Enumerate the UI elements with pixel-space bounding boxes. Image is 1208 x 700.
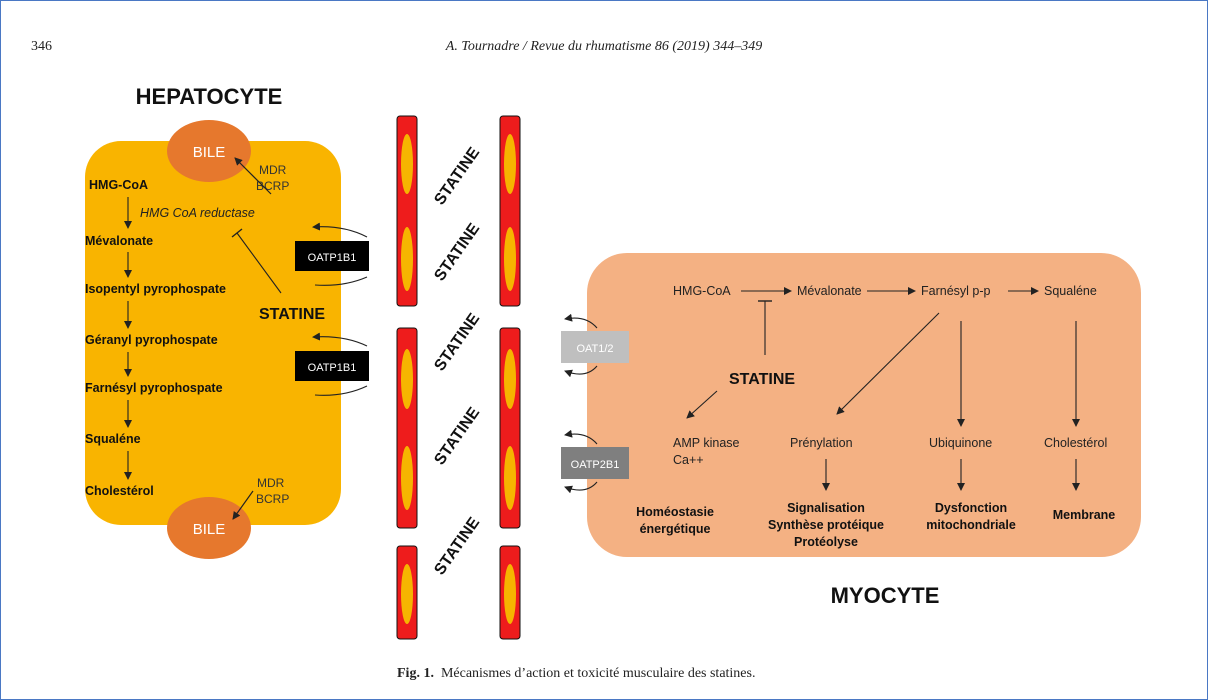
mdr-bottom-arrow (232, 490, 254, 520)
oatp2b1-out-arrow (564, 429, 598, 445)
vessel-statine-1: STATINE (431, 144, 483, 208)
product-effect-arrows (822, 459, 1080, 491)
hep-inhibition-bar (231, 228, 243, 238)
hep-step-farnesyl: Farnésyl pyrophospate (85, 381, 223, 395)
oatp2b1-label: OATP2B1 (571, 459, 620, 471)
farnesyl-branch-arrows (836, 312, 1080, 427)
oatp1b1-box-2 (295, 351, 369, 381)
mdr-top-label: MDR (259, 163, 287, 177)
effect-signalisation-2: Synthèse protéique (768, 518, 884, 532)
oat12-out-arrow-2 (564, 365, 598, 378)
hep-step-hmgcoa: HMG-CoA (89, 178, 148, 192)
page-number: 346 (31, 39, 52, 54)
oatp1b1-out-curve-2 (314, 385, 368, 396)
cholesterol-label: Cholestérol (1044, 436, 1107, 450)
hepatocyte-title: HEPATOCYTE (136, 84, 283, 109)
bile-top-shape (167, 120, 251, 182)
oat12-label: OAT1/2 (576, 343, 613, 355)
hep-inhibition-line (236, 232, 282, 294)
mdr-top-arrow (234, 157, 272, 195)
oatp2b1-box (561, 447, 629, 479)
vessel-statine-5: STATINE (431, 514, 483, 578)
oat12-out-arrow (564, 313, 598, 329)
ampk-label: AMP kinase (673, 436, 740, 450)
oatp1b1-label-1: OATP1B1 (308, 252, 357, 264)
bile-bottom-label: BILE (193, 521, 226, 538)
effect-homeostasie-1: Homéostasie (636, 505, 714, 519)
hep-step-cholesterol: Cholestérol (85, 484, 154, 498)
myo-step-farnesyl: Farnésyl p-p (921, 284, 991, 298)
bcrp-top-label: BCRP (256, 179, 289, 193)
oatp1b1-in-arrow-1 (312, 222, 368, 238)
caption-label: Fig. 1. (397, 666, 434, 681)
oatp1b1-box-1 (295, 241, 369, 271)
effect-dysfonction-2: mitochondriale (926, 518, 1016, 532)
oatp2b1-out-arrow-2 (564, 481, 598, 494)
effect-homeostasie-2: énergétique (640, 522, 711, 536)
oatp1b1-out-curve-1 (314, 276, 368, 286)
ubiquinone-label: Ubiquinone (929, 436, 992, 450)
vessel-statine-3: STATINE (431, 310, 483, 374)
mdr-bottom-label: MDR (257, 476, 285, 490)
statine-to-ampk-arrow (686, 390, 718, 419)
effect-signalisation-3: Protéolyse (794, 535, 858, 549)
bcrp-bottom-label: BCRP (256, 492, 289, 506)
bile-bottom-shape (167, 497, 251, 559)
oatp1b1-label-2: OATP1B1 (308, 362, 357, 374)
hmg-coa-reductase-label: HMG CoA reductase (140, 206, 255, 220)
myo-step-hmgcoa: HMG-CoA (673, 284, 731, 298)
hep-step-mevalonate: Mévalonate (85, 234, 153, 248)
effect-dysfonction-1: Dysfonction (935, 501, 1007, 515)
blood-vessels (396, 115, 521, 640)
hep-step-geranyl: Géranyl pyrophospate (85, 333, 218, 347)
myo-step-squalene: Squaléne (1044, 284, 1097, 298)
ca-label: Ca++ (673, 453, 704, 467)
hep-statine-label: STATINE (259, 306, 325, 323)
hep-step-isopentyl: Isopentyl pyrophospate (85, 282, 226, 296)
oatp1b1-in-arrow-2 (312, 332, 368, 347)
hepatocyte-cell (85, 141, 341, 525)
effect-signalisation-1: Signalisation (787, 501, 865, 515)
oat12-box (561, 331, 629, 363)
myo-step-mevalonate: Mévalonate (797, 284, 862, 298)
effect-membrane: Membrane (1053, 508, 1116, 522)
vessel-statine-2: STATINE (431, 220, 483, 284)
hep-step-squalene: Squaléne (85, 432, 141, 446)
bile-top-label: BILE (193, 144, 226, 161)
myocyte-cell (587, 253, 1141, 557)
prenylation-label: Prénylation (790, 436, 853, 450)
myo-statine-label: STATINE (729, 371, 795, 388)
figure-caption: Fig. 1. Mécanismes d’action et toxicité … (397, 666, 755, 682)
myocyte-title: MYOCYTE (831, 583, 940, 608)
caption-text: Mécanismes d’action et toxicité musculai… (440, 666, 756, 681)
journal-citation: A. Tournadre / Revue du rhumatisme 86 (2… (445, 39, 763, 54)
vessel-statine-4: STATINE (431, 404, 483, 468)
